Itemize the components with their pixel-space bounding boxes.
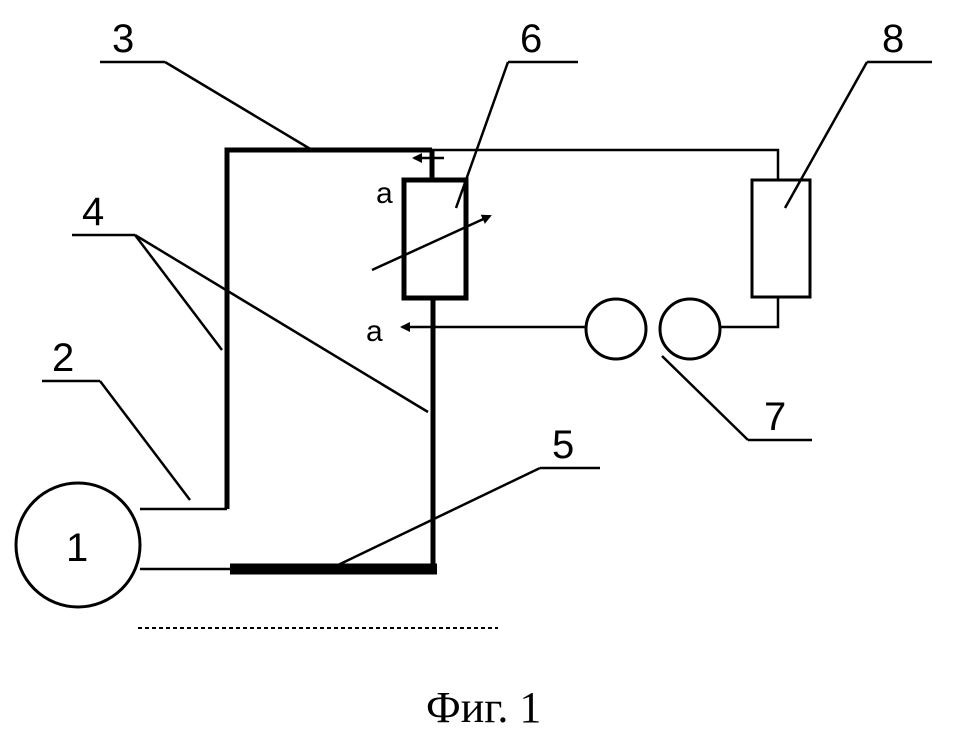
label-4: 4 <box>82 190 104 234</box>
leader-2-diag <box>100 381 190 500</box>
wire-7-to-8 <box>720 297 778 327</box>
label-3: 3 <box>112 17 134 61</box>
label-5: 5 <box>552 423 574 467</box>
leader-3-diag <box>165 62 312 150</box>
conductor-3-4-left <box>227 150 432 509</box>
load-8 <box>752 180 810 297</box>
leader-5-diag <box>336 468 540 566</box>
label-a-top: а <box>376 177 393 210</box>
label-1: 1 <box>66 526 88 570</box>
figure-caption: Фиг. 1 <box>426 683 541 732</box>
leader-7-diag <box>662 356 748 440</box>
label-6: 6 <box>520 17 542 61</box>
label-2: 2 <box>52 336 74 380</box>
leader-6-diag <box>456 62 508 208</box>
leader-8-diag <box>785 62 867 208</box>
wire-top-to-8 <box>432 150 778 180</box>
label-a-bottom: а <box>366 315 383 348</box>
variable-resistor-6 <box>404 180 466 298</box>
coil-7-right <box>660 299 720 359</box>
coil-7-left <box>586 299 646 359</box>
leader-4-diag-a <box>135 235 222 350</box>
label-7: 7 <box>764 395 786 439</box>
label-8: 8 <box>882 17 904 61</box>
leader-4-diag-b <box>135 235 428 412</box>
